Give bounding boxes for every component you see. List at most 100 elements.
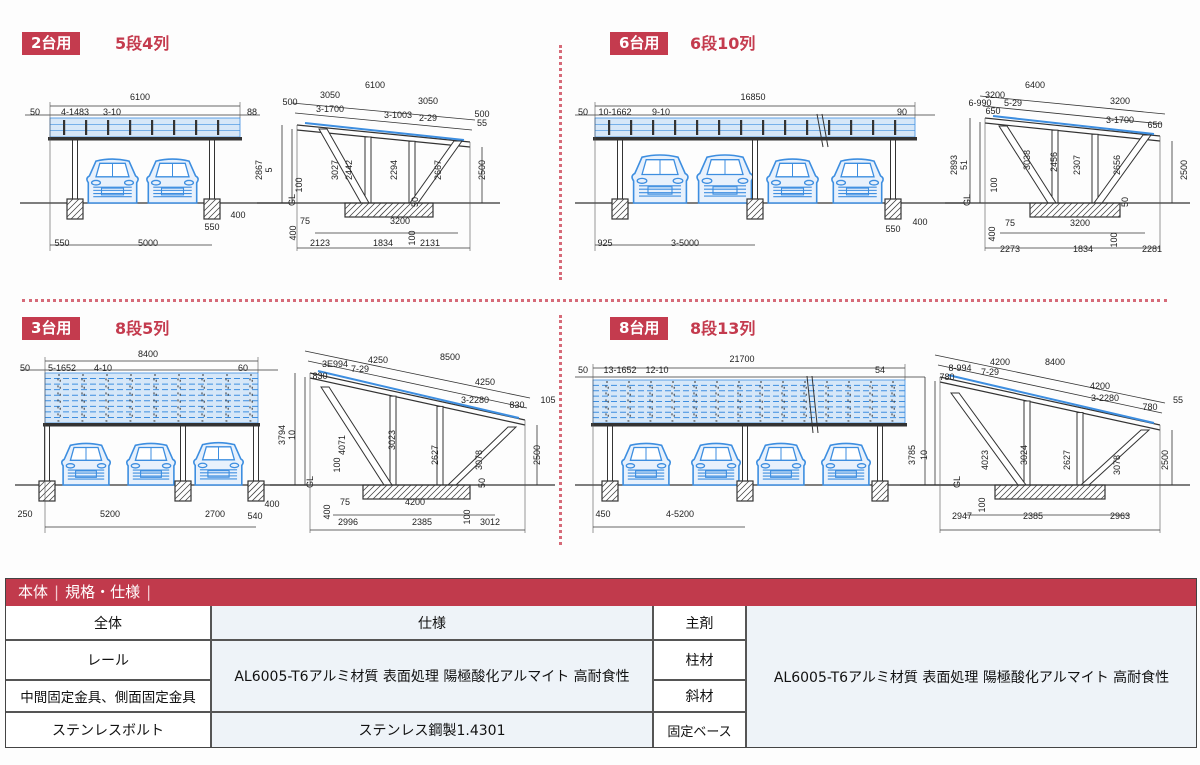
module-config: 5段4列 (115, 34, 170, 53)
hatch-line (362, 484, 370, 492)
hatch-line (174, 480, 182, 488)
hatch-line (994, 484, 1002, 492)
rail-clamp (671, 381, 675, 422)
dimension-label: 3785 (907, 445, 917, 465)
hatch-line (174, 482, 192, 500)
hatch-line (70, 206, 84, 220)
diagonal-brace (950, 392, 1027, 486)
dimension-label: 75 (1005, 218, 1015, 228)
rail-clamp (129, 120, 132, 135)
hatch-line (414, 484, 430, 500)
hatch-line (1033, 202, 1049, 218)
hatch-line (881, 494, 889, 502)
dimension-label: 3078 (474, 450, 484, 470)
row-item: レール (6, 641, 212, 681)
rail-clamp (825, 381, 829, 422)
hatch-line (344, 202, 352, 210)
roof-beam (296, 124, 471, 143)
car-icon (631, 154, 689, 204)
hatch-line (601, 480, 615, 494)
hatch-line (736, 482, 754, 500)
hatch-line (426, 210, 434, 218)
dimension-label: 2947 (952, 511, 972, 521)
part-item: 柱材 (654, 641, 747, 681)
rail-clamp (872, 120, 875, 135)
hatch-line (750, 206, 764, 220)
rail-clamp (195, 120, 198, 135)
hatch-line (396, 484, 412, 500)
hatch-line (1075, 202, 1091, 218)
hatch-line (1052, 484, 1068, 500)
rail-clamp (784, 120, 787, 135)
dimension-label: 100 (332, 457, 342, 472)
dimension-label: 55 (477, 118, 487, 128)
rail-clamp (847, 381, 851, 422)
dimension-label: 8400 (1045, 357, 1065, 367)
title-sub: 規格・仕様 (65, 583, 141, 601)
dimension-label: 250 (17, 509, 32, 519)
dimension-label: 55 (1173, 395, 1183, 405)
dimension-label: 21700 (729, 354, 754, 364)
dimension-label: 4023 (980, 450, 990, 470)
column (1076, 412, 1084, 486)
dimension-label: 3078 (1112, 455, 1122, 475)
dimension-label: 400 (230, 210, 245, 220)
dimension-label: 7-29 (981, 367, 999, 377)
hatch-line (66, 200, 84, 218)
dimension-label: 50 (30, 107, 40, 117)
dimension-label: 2500 (532, 445, 542, 465)
main-beam (48, 137, 242, 141)
dimension-label: 2294 (389, 160, 399, 180)
hatch-line (1004, 484, 1020, 500)
roof-beam (984, 117, 1161, 137)
hatch-line (174, 480, 188, 494)
dimension-label: 100 (462, 509, 472, 524)
dimension-label: 8-994 (948, 363, 971, 373)
part-item: 斜材 (654, 681, 747, 713)
hatch-line (354, 202, 370, 218)
break-mark (821, 113, 829, 148)
module-config: 6段10列 (690, 34, 756, 53)
dimension-label: 10 (919, 450, 929, 460)
rail-clamp (693, 381, 697, 422)
column (72, 139, 78, 204)
dimension-label: 100 (294, 177, 304, 192)
column (1091, 133, 1099, 204)
car-icon (821, 442, 871, 486)
column (617, 139, 623, 204)
hatch-line (372, 484, 388, 500)
dimension-label: 50 (20, 363, 30, 373)
dimension-label: 400 (987, 226, 997, 241)
dimension-label: 2442 (344, 160, 354, 180)
module-config: 8段13列 (690, 319, 756, 338)
dimension-label: 3027 (330, 160, 340, 180)
rail-clamp (630, 120, 633, 135)
rail-clamp (85, 120, 88, 135)
dimension-line (307, 360, 528, 409)
dimension-label: 2500 (477, 160, 487, 180)
dimension-label: 400 (264, 499, 279, 509)
dimension-label: 50 (477, 478, 487, 488)
dimension-label: 2500 (1179, 160, 1189, 180)
dimension-label: 2656 (1112, 155, 1122, 175)
dimension-label: 4200 (990, 357, 1010, 367)
hatch-line (1051, 202, 1067, 218)
dimension-label: 2456 (1049, 152, 1059, 172)
dimension-label: 16850 (740, 92, 765, 102)
car-icon (691, 442, 741, 486)
dimension-label: 4200 (405, 497, 425, 507)
main-beam (591, 423, 907, 427)
hatch-line (378, 484, 394, 500)
dimension-label: 3012 (480, 517, 500, 527)
hatch-line (1088, 484, 1104, 500)
column (890, 139, 896, 204)
row-spec: ステンレス鋼製1.4301 (212, 713, 654, 747)
main-beam (43, 423, 260, 427)
rail-clamp (608, 120, 611, 135)
rail-clamp (674, 120, 677, 135)
rail-clamp (649, 381, 653, 422)
